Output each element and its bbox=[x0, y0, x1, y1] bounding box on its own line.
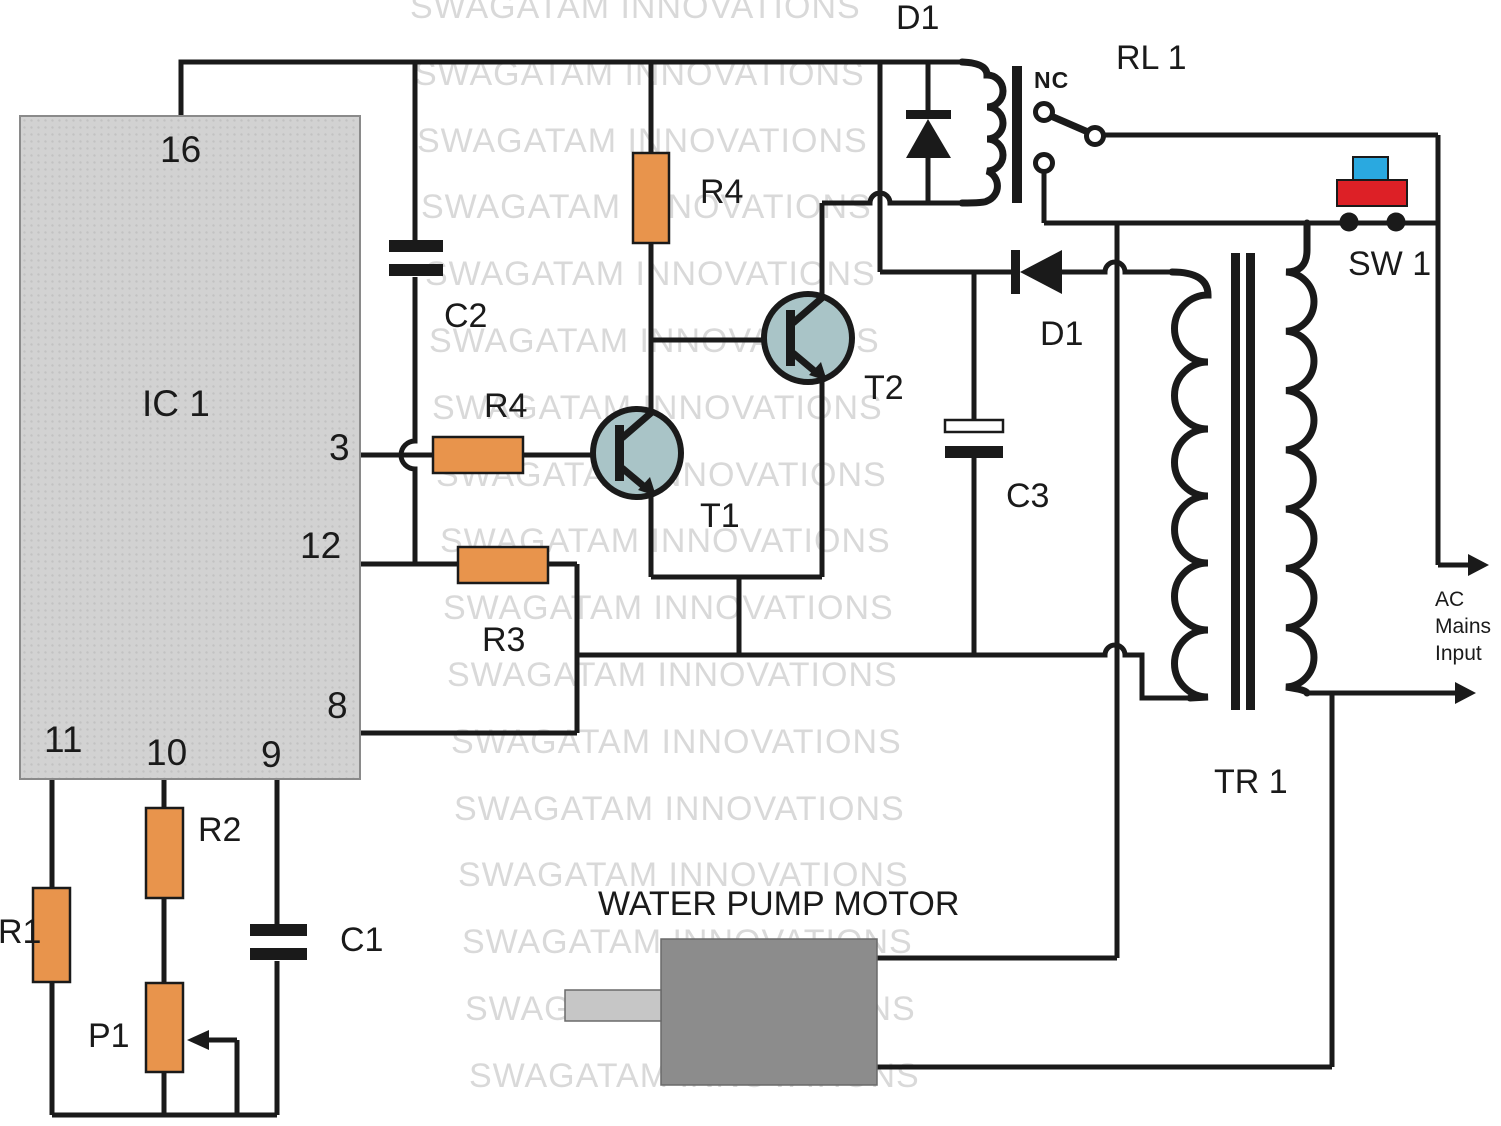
watermark-text: SWAGATAM INNOVATIONS bbox=[447, 656, 898, 694]
label-c3: C3 bbox=[1006, 477, 1050, 515]
watermark-text: SWAGATAM INNOVATIONS bbox=[410, 0, 861, 26]
transistor-t1 bbox=[590, 406, 684, 500]
transformer-primary bbox=[1168, 268, 1212, 702]
transformer-core bbox=[1246, 253, 1255, 710]
label-nc: NC bbox=[1034, 67, 1070, 93]
water-pump-motor bbox=[564, 938, 878, 1086]
label-ic1: IC 1 bbox=[142, 383, 210, 424]
label-pin11: 11 bbox=[44, 719, 83, 760]
capacitor-c3 bbox=[943, 418, 1005, 458]
label-r4-mid: R4 bbox=[484, 387, 528, 425]
label-c2: C2 bbox=[444, 297, 488, 335]
label-pin3: 3 bbox=[329, 427, 350, 468]
relay-nc-contact bbox=[1033, 101, 1055, 123]
motor-body bbox=[660, 938, 878, 1086]
label-pin16: 16 bbox=[160, 129, 202, 170]
label-ac-line2: Mains bbox=[1435, 615, 1492, 638]
resistor-r4-mid bbox=[431, 435, 525, 475]
motor-shaft bbox=[564, 989, 662, 1022]
diode-d1-flyback bbox=[906, 110, 951, 158]
label-motor: WATER PUMP MOTOR bbox=[598, 885, 960, 923]
capacitor-c1 bbox=[250, 924, 307, 960]
watermark-text: SWAGATAM INNOVATIONS bbox=[451, 723, 902, 761]
relay-core bbox=[1012, 66, 1022, 203]
label-tr1: TR 1 bbox=[1214, 763, 1288, 801]
watermark-text: SWAGATAM INNOVATIONS bbox=[458, 856, 909, 894]
watermark-text: SWAGATAM INNOVATIONS bbox=[454, 790, 905, 828]
relay-pole-contact bbox=[1084, 125, 1106, 147]
sw1-button bbox=[1352, 156, 1389, 181]
watermark-text: SWAGATAM INNOVATIONS bbox=[443, 589, 894, 627]
label-d1-mid: D1 bbox=[1040, 315, 1084, 353]
label-t2: T2 bbox=[864, 369, 904, 407]
relay-arm bbox=[1049, 112, 1090, 136]
diode-d1-supply bbox=[1011, 250, 1062, 294]
label-d1-top: D1 bbox=[896, 0, 940, 37]
resistor-r2 bbox=[144, 806, 185, 900]
transistor-t2 bbox=[761, 291, 855, 385]
switch-sw1 bbox=[1336, 156, 1408, 232]
p1-wiper-arrow bbox=[187, 1030, 209, 1050]
label-pin9: 9 bbox=[261, 734, 282, 775]
resistor-r4-top bbox=[631, 151, 671, 245]
label-r3: R3 bbox=[482, 621, 526, 659]
label-ac-line1: AC bbox=[1435, 588, 1465, 611]
label-c1: C1 bbox=[340, 921, 384, 959]
resistor-r1 bbox=[31, 886, 72, 984]
label-pin12: 12 bbox=[300, 525, 342, 566]
label-p1: P1 bbox=[88, 1017, 130, 1055]
relay-rl1 bbox=[958, 58, 1106, 207]
transformer-tr1 bbox=[1168, 219, 1318, 710]
ac-arrow-bottom bbox=[1455, 682, 1476, 704]
label-ac-mains-input: AC Mains Input bbox=[1435, 586, 1491, 667]
ac-arrow-top bbox=[1468, 554, 1489, 576]
capacitor-c2 bbox=[389, 240, 443, 276]
label-sw1: SW 1 bbox=[1348, 245, 1432, 283]
label-pin8: 8 bbox=[327, 685, 348, 726]
transformer-secondary bbox=[1285, 219, 1318, 697]
label-pin10: 10 bbox=[146, 732, 188, 773]
label-r4-top: R4 bbox=[700, 173, 744, 211]
relay-no-contact bbox=[1033, 152, 1055, 174]
sw1-terminal bbox=[1339, 212, 1359, 232]
label-rl1: RL 1 bbox=[1116, 39, 1187, 77]
sw1-body bbox=[1336, 179, 1408, 207]
label-ac-line3: Input bbox=[1435, 642, 1482, 665]
transformer-core bbox=[1231, 253, 1240, 710]
ac-mains-arrows bbox=[1455, 554, 1489, 704]
resistor-r3 bbox=[456, 545, 550, 585]
label-r1: R1 bbox=[0, 913, 42, 951]
relay-coil bbox=[958, 58, 1007, 207]
label-t1: T1 bbox=[700, 497, 740, 535]
sw1-terminal bbox=[1386, 212, 1406, 232]
wiring bbox=[49, 59, 1468, 1118]
potentiometer-p1 bbox=[144, 981, 209, 1074]
label-r2: R2 bbox=[198, 811, 242, 849]
ic1-body bbox=[19, 115, 361, 780]
